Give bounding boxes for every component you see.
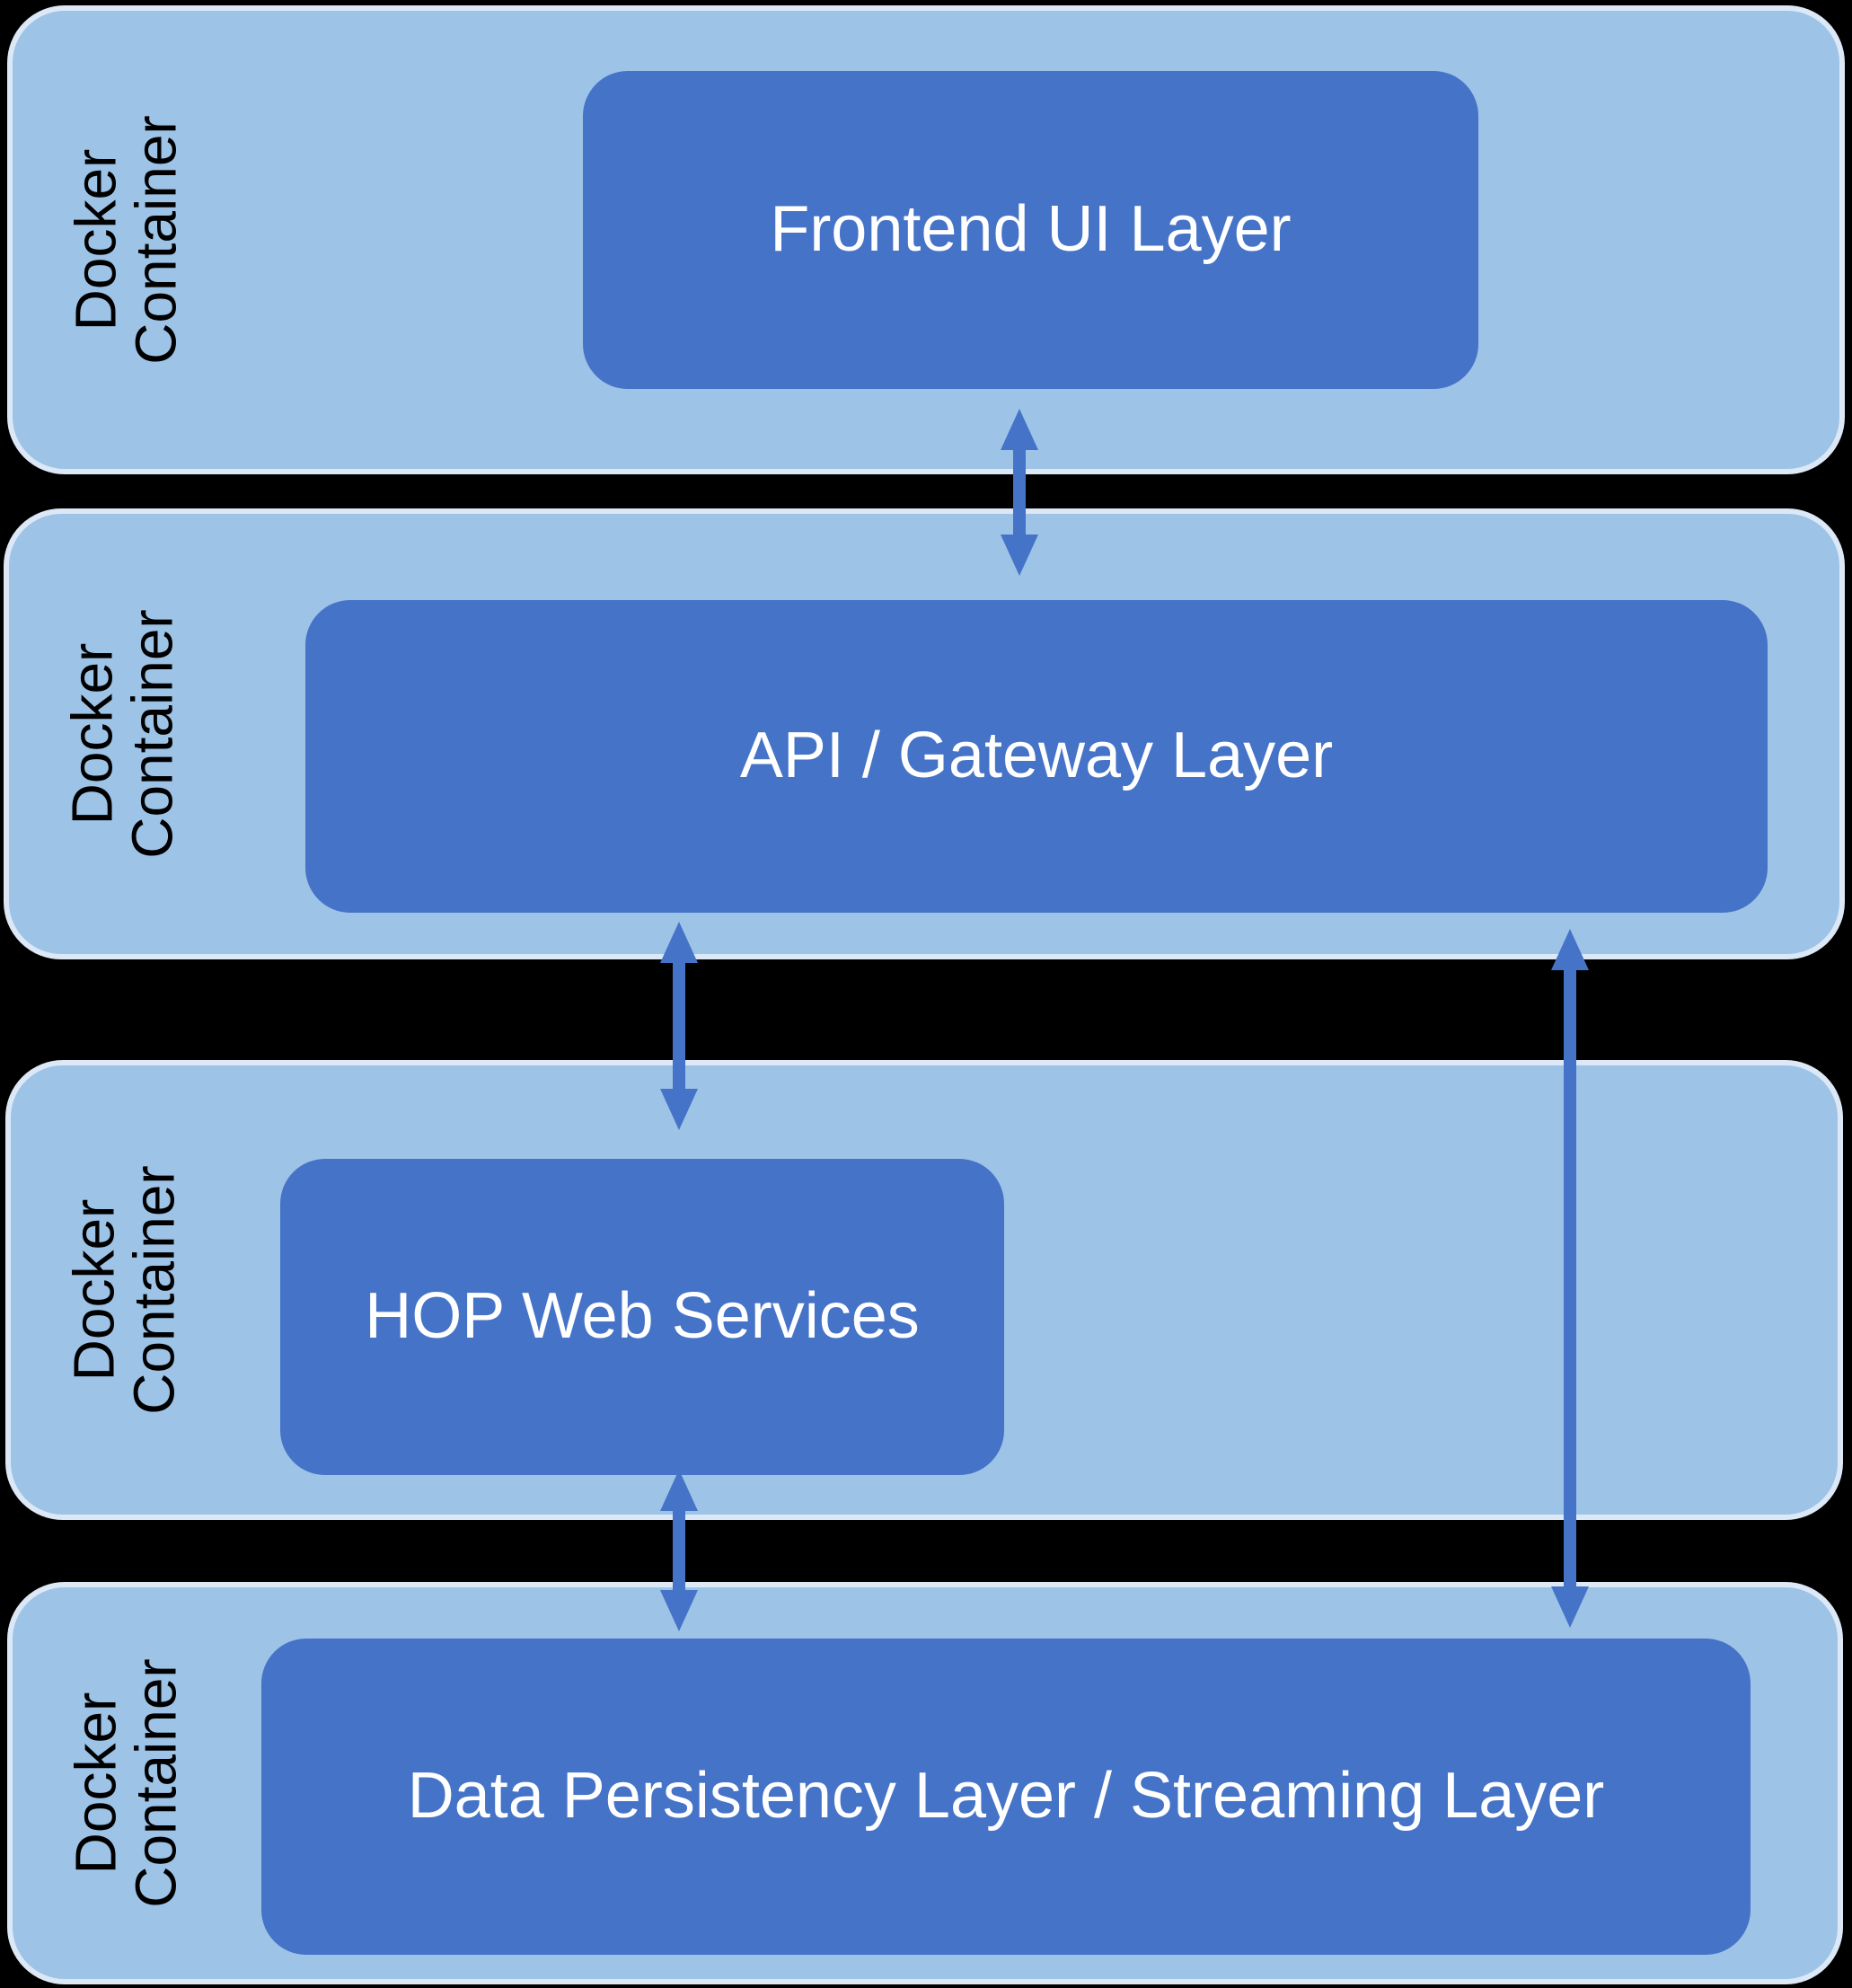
hop-web-services-label: HOP Web Services bbox=[365, 1280, 920, 1353]
arrow-hop-web-services-to-data-persistency bbox=[660, 1470, 698, 1631]
arrow-frontend-to-api-gateway bbox=[1001, 409, 1038, 576]
docker-container-label: Docker Container bbox=[59, 609, 184, 859]
docker-container-frontend: Docker Container Frontend UI Layer bbox=[7, 5, 1845, 474]
docker-container-api-gateway: Docker Container API / Gateway Layer bbox=[4, 508, 1845, 959]
docker-container-data-persistency: Docker Container Data Persistency Layer … bbox=[7, 1582, 1843, 1984]
data-persistency-layer-label: Data Persistency Layer / Streaming Layer bbox=[407, 1760, 1605, 1833]
docker-container-hop-web-services: Docker Container HOP Web Services bbox=[5, 1060, 1843, 1520]
frontend-ui-layer-box: Frontend UI Layer bbox=[583, 71, 1478, 389]
data-persistency-layer-box: Data Persistency Layer / Streaming Layer bbox=[261, 1639, 1751, 1955]
docker-container-label: Docker Container bbox=[63, 115, 188, 365]
arrow-api-gateway-to-hop-web-services bbox=[660, 922, 698, 1130]
frontend-ui-layer-label: Frontend UI Layer bbox=[770, 193, 1292, 266]
arrow-api-gateway-to-data-persistency bbox=[1551, 929, 1589, 1628]
docker-container-label: Docker Container bbox=[63, 1658, 188, 1908]
api-gateway-layer-box: API / Gateway Layer bbox=[305, 600, 1768, 913]
api-gateway-layer-label: API / Gateway Layer bbox=[739, 720, 1334, 792]
hop-web-services-box: HOP Web Services bbox=[280, 1159, 1004, 1475]
docker-container-label: Docker Container bbox=[61, 1165, 186, 1415]
